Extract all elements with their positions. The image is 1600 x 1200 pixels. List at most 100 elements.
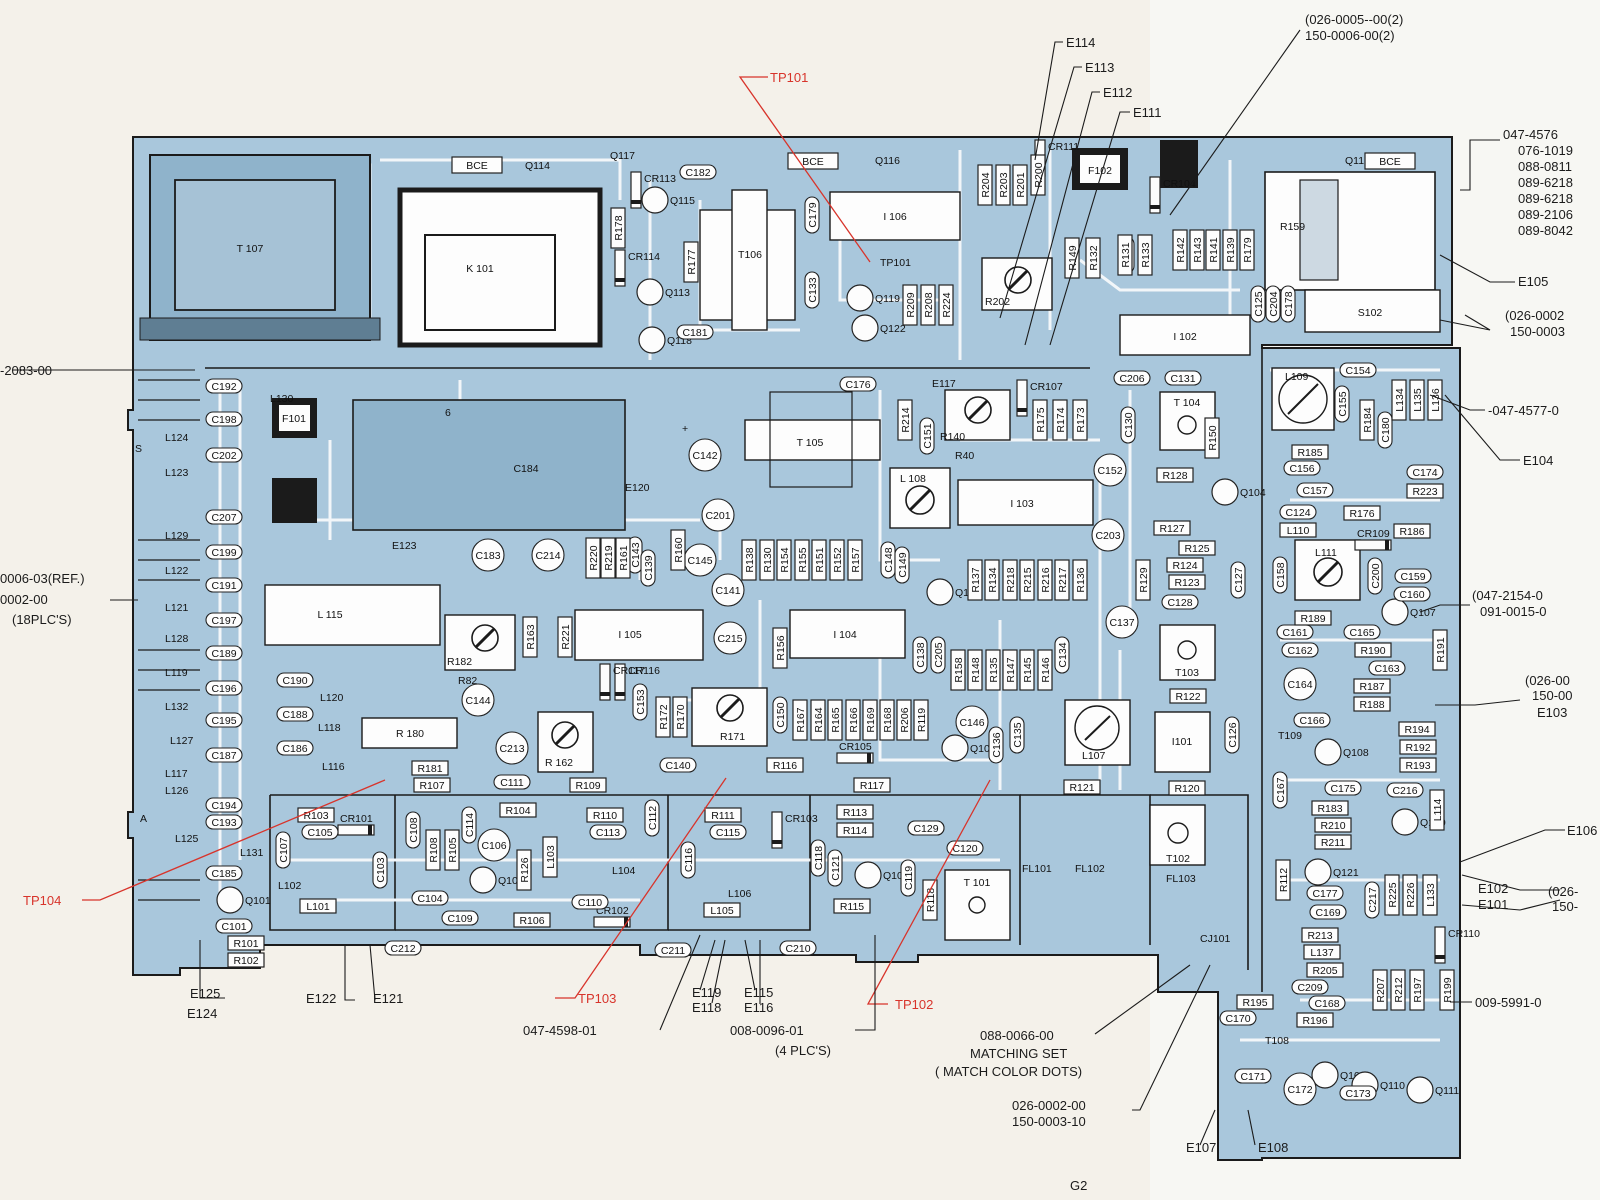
part-label: C205 (933, 642, 945, 667)
part-c134-34: C134 (1054, 636, 1070, 674)
part-label: C169 (1315, 907, 1340, 919)
part-label: L114 (1432, 799, 1444, 822)
part-r210-199: R210 (1314, 817, 1352, 833)
l111-label: L111 (1315, 547, 1337, 559)
part-l124-229: L124 (165, 432, 189, 444)
part-r158-161: R158 (950, 649, 966, 691)
diode-label: CR104 (1163, 178, 1196, 190)
part-label: C213 (499, 743, 524, 755)
part-r200-116: R200 (1030, 154, 1046, 196)
r180-label: R 180 (396, 728, 424, 740)
part-r217-156: R217 (1054, 559, 1070, 601)
part-r146-166: R146 (1037, 649, 1053, 691)
part-e120-259: E120 (625, 482, 650, 494)
part-label: C172 (1287, 1084, 1312, 1096)
part-label: R108 (428, 837, 440, 862)
part-l132-236: L132 (165, 701, 189, 713)
ref-0096-callout: 008-0096-01 (730, 1023, 804, 1038)
part-label: C200 (1370, 563, 1382, 588)
part-label: C106 (481, 840, 506, 852)
part-label: R113 (843, 807, 867, 819)
part-label: C190 (282, 675, 307, 687)
part-l104-248: L104 (612, 865, 636, 877)
part-label: C157 (1302, 485, 1327, 497)
part-l105-250: L105 (703, 902, 741, 918)
part-label: L124 (165, 432, 189, 444)
part-label: R197 (1412, 977, 1424, 1002)
ref-right-top-1: 076-1019 (1518, 143, 1573, 158)
part-label: C107 (278, 837, 290, 862)
part-label: C108 (408, 817, 420, 842)
part-label: R114 (843, 825, 867, 837)
part-r215-154: R215 (1019, 559, 1035, 601)
diode-cr114: CR114 (614, 249, 660, 287)
part-label: R137 (970, 567, 982, 592)
relay-k101: K 101 (397, 187, 603, 348)
part-label: C204 (1268, 291, 1280, 316)
diode-cr117: CR117 (599, 663, 645, 701)
part-label: L121 (165, 602, 189, 614)
part-c166-59: C166 (1293, 712, 1331, 728)
pinout-label: BCE (802, 156, 824, 168)
pinout-box-0: BCE (451, 156, 503, 174)
part-c204-21: C204 (1265, 285, 1281, 323)
part-label: R188 (1359, 699, 1384, 711)
part-label: C196 (211, 683, 236, 695)
part-l130-228: L130 (270, 393, 294, 405)
part-label: C127 (1233, 567, 1245, 592)
part-label: R119 (916, 708, 928, 732)
part-label: C104 (417, 893, 442, 905)
tp104-callout: TP104 (23, 893, 61, 908)
part-c113-96: C113 (589, 824, 627, 840)
ref-right-top-6: 089-8042 (1518, 223, 1573, 238)
part-r188-194: R188 (1353, 696, 1391, 712)
ref-e103-line2: 150-00 (1532, 688, 1572, 703)
l115-label: L 115 (317, 609, 342, 621)
part-label: R163 (525, 624, 537, 649)
ref-2154-line1: (047-2154-0 (1472, 588, 1543, 603)
pinout-label: BCE (1379, 156, 1401, 168)
part-c212-110: C212 (384, 940, 422, 956)
diode-label: CR107 (1030, 381, 1063, 393)
r171-label: R171 (720, 731, 745, 743)
part-label: C110 (578, 897, 602, 909)
diode-cr116: CR116 (614, 663, 660, 701)
part-label: C140 (665, 760, 690, 772)
part-label: R215 (1022, 567, 1034, 592)
part-c165-56: C165 (1343, 624, 1381, 640)
part-r130-145: R130 (759, 539, 775, 581)
e111-callout: E111 (1133, 105, 1161, 120)
part-c195-81: C195 (205, 712, 243, 728)
part-l103-247: L103 (542, 836, 558, 878)
part-label: R223 (1412, 486, 1437, 498)
part-c178-22: C178 (1280, 285, 1296, 323)
part-label: L125 (175, 833, 199, 845)
ref-0066-callout: 088-0066-00 (980, 1028, 1054, 1043)
part-label: R152 (832, 547, 844, 572)
part-r178-111: R178 (610, 207, 626, 249)
part-label: C131 (1170, 373, 1195, 385)
part-label: R206 (899, 707, 911, 732)
part-c167-60: C167 (1272, 771, 1288, 809)
ref-2083-callout: -2083-00 (0, 363, 52, 378)
part-label: C166 (1299, 715, 1324, 727)
pinout-box-2: BCE (1364, 152, 1416, 170)
part-label: R168 (882, 707, 894, 732)
part-label: R210 (1320, 820, 1345, 832)
part-r225-202: R225 (1384, 874, 1400, 916)
part-label: C135 (1012, 722, 1024, 747)
part-label: CJ101 (1200, 933, 1231, 945)
part-label: L116 (322, 761, 345, 773)
k101-label: K 101 (466, 263, 494, 275)
part-r124-137: R124 (1166, 557, 1204, 573)
part-label: R218 (1005, 567, 1017, 592)
part-c125-20: C125 (1250, 285, 1266, 323)
part-r128-134: R128 (1156, 467, 1194, 483)
e116-label: E116 (744, 1000, 773, 1015)
part-label: C206 (1119, 373, 1144, 385)
part-label: C144 (465, 695, 490, 707)
part-label: R160 (673, 537, 685, 562)
part-s-267: S (135, 443, 142, 455)
part-l137-257: L137 (1303, 944, 1341, 960)
part-c169-64: C169 (1309, 904, 1347, 920)
